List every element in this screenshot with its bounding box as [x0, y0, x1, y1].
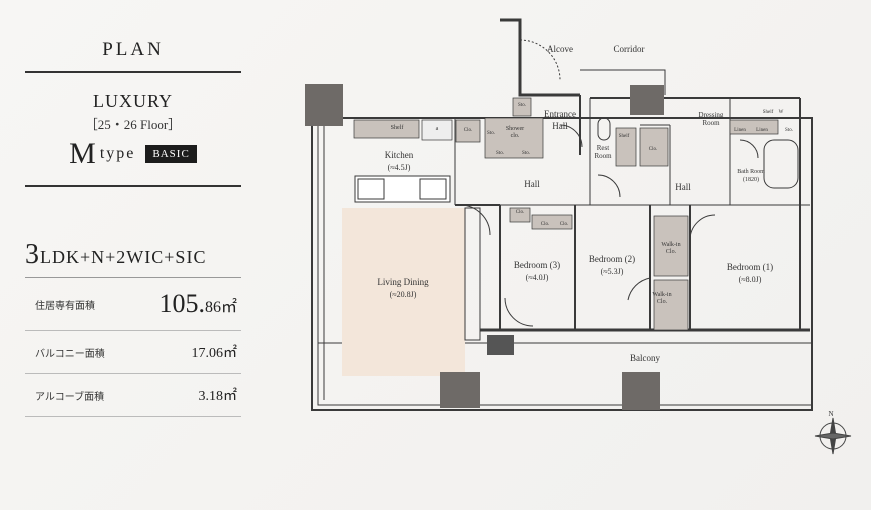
- label-bath: Bath Room: [737, 169, 765, 175]
- label-shower: Shower: [506, 126, 524, 132]
- label-kitchen: Kitchen: [385, 150, 414, 160]
- label-rest-room: Room: [594, 152, 612, 160]
- layout-code: 3LDK+N+2WIC+SIC: [25, 239, 241, 271]
- area-row-balcony: バルコニー面積 17.06㎡: [25, 331, 241, 374]
- label-linen-a: Linen: [734, 128, 746, 133]
- label-shelf-bath: Shelf: [763, 110, 774, 115]
- area-value: 3.18㎡: [198, 389, 238, 404]
- column: [440, 372, 480, 408]
- label-a: a: [436, 126, 439, 132]
- label-wic-b-clo: Clo.: [657, 299, 668, 305]
- type-row: M type BASIC: [25, 137, 241, 171]
- walk-in-closet-a: [653, 215, 689, 277]
- column: [622, 372, 660, 410]
- area-value: 105.86㎡: [159, 289, 237, 318]
- label-rest: Rest: [597, 144, 610, 152]
- floor-range: ［25・26 Floor］: [84, 117, 182, 132]
- label-bed1: Bedroom (1): [727, 262, 773, 272]
- divider: [25, 277, 241, 278]
- label-bed3-size: (≈4.0J): [526, 273, 549, 282]
- layout-number: 3: [25, 239, 40, 270]
- label-bed2: Bedroom (2): [589, 254, 635, 264]
- label-sto-5: Sto.: [785, 128, 793, 133]
- divider: [25, 185, 241, 187]
- shower-closet: [484, 117, 544, 159]
- kitchen-shelf: [353, 119, 420, 139]
- area-label: 住居専有面積: [35, 300, 95, 312]
- area-value: 17.06㎡: [191, 346, 238, 361]
- alcove-wall: [500, 18, 580, 97]
- column: [305, 84, 343, 126]
- label-shelf-dressing: Shelf: [619, 134, 630, 139]
- label-bed3: Bedroom (3): [514, 260, 560, 270]
- label-wic-a: Walk-in: [661, 242, 680, 248]
- area-row-alcove: アルコーブ面積 3.18㎡: [25, 374, 241, 417]
- label-sto-4: Sto.: [522, 151, 530, 156]
- label-hall-left: Hall: [524, 179, 540, 189]
- plan-label: PLAN: [102, 39, 164, 60]
- label-compass-n: N: [828, 410, 833, 418]
- living-dining-area: [342, 208, 465, 376]
- area-label: バルコニー面積: [35, 348, 105, 360]
- label-living-size: (≈20.8J): [390, 290, 417, 299]
- label-clo-2: Clo.: [516, 210, 524, 215]
- label-bath-size: (1820): [743, 176, 759, 183]
- column: [630, 85, 664, 115]
- label-corridor: Corridor: [614, 44, 645, 54]
- info-panel: PLAN LUXURY ［25・26 Floor］ M type BASIC 3…: [25, 30, 241, 417]
- label-dressing-room: Room: [702, 119, 720, 127]
- label-wic-b: Walk-in: [652, 292, 671, 298]
- label-sto-2: Sto.: [487, 131, 495, 136]
- area-label: アルコーブ面積: [35, 391, 105, 403]
- label-linen-b: Linen: [756, 128, 768, 133]
- area-row-exclusive: 住居専有面積 105.86㎡: [25, 278, 241, 331]
- label-kitchen-size: (≈4.5J): [388, 163, 411, 172]
- label-shower-clo: clo.: [511, 133, 520, 139]
- label-balcony: Balcony: [630, 353, 660, 363]
- label-clo-5: Clo.: [649, 147, 657, 152]
- basic-badge: BASIC: [145, 145, 197, 163]
- label-bed1-size: (≈8.0J): [739, 275, 762, 284]
- layout-rest: LDK+N+2WIC+SIC: [40, 247, 207, 267]
- label-dressing: Dressing: [699, 111, 724, 119]
- walk-in-closet-b: [653, 279, 689, 331]
- label-clo-1: Clo.: [464, 128, 472, 133]
- label-living: Living Dining: [377, 277, 429, 287]
- label-sto-1: Sto.: [518, 103, 526, 108]
- label-w: W: [779, 110, 784, 115]
- label-entrance-hall: Hall: [552, 121, 568, 131]
- compass-icon: [814, 417, 852, 455]
- kitchen-counter: [354, 175, 451, 203]
- label-entrance: Entrance: [544, 109, 576, 119]
- divider: [25, 71, 241, 73]
- label-sto-3: Sto.: [496, 151, 504, 156]
- label-hall-right: Hall: [675, 182, 691, 192]
- type-word: type: [99, 145, 136, 162]
- label-clo-3: Clo.: [541, 222, 549, 227]
- label-alcove: Alcove: [547, 44, 573, 54]
- label-wic-a-clo: Clo.: [666, 249, 677, 255]
- type-letter: M: [69, 137, 96, 170]
- label-bed2-size: (≈5.3J): [601, 267, 624, 276]
- series-name: LUXURY: [92, 91, 173, 111]
- label-clo-4: Clo.: [560, 222, 568, 227]
- label-shelf-kitchen: Shelf: [391, 124, 404, 131]
- bathtub: [763, 139, 799, 189]
